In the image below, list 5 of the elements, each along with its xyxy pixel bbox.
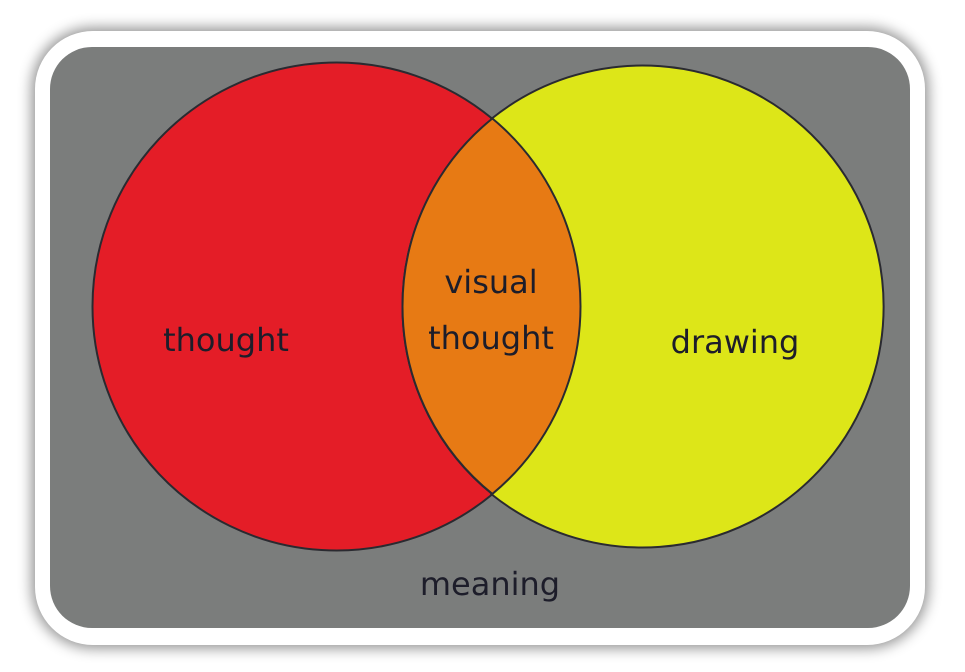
venn-panel <box>50 47 910 628</box>
intersection-label: visual thought <box>427 262 555 359</box>
universe-label: meaning <box>418 564 562 605</box>
set-label: thought <box>162 320 290 361</box>
set-label: drawing <box>670 322 800 363</box>
